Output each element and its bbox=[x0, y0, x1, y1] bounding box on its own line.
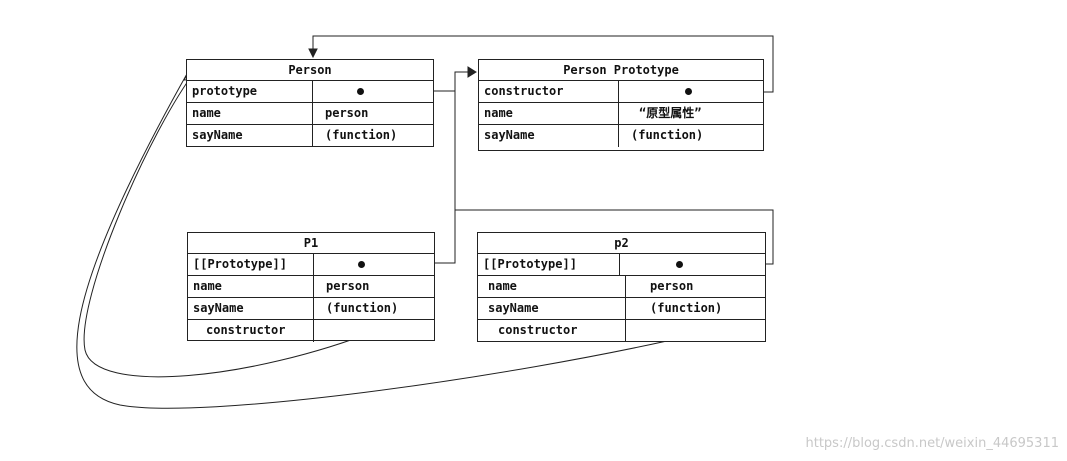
person-box: Person prototype name person sayName (fu… bbox=[186, 59, 434, 147]
person-row-name: name person bbox=[187, 103, 433, 125]
p1-box: P1 [[Prototype]] name person sayName (fu… bbox=[187, 232, 435, 342]
row-key: constructor bbox=[188, 320, 314, 342]
row-value bbox=[619, 81, 763, 102]
row-key: name bbox=[478, 276, 626, 297]
proto-row-constructor: constructor bbox=[479, 81, 763, 103]
row-value: (function) bbox=[325, 128, 398, 142]
curve-p2-constructor bbox=[76, 71, 699, 409]
row-value: person bbox=[326, 279, 370, 293]
row-value: “原型属性” bbox=[639, 106, 702, 120]
p1-title: P1 bbox=[188, 233, 434, 254]
row-key: sayName bbox=[478, 298, 626, 319]
row-key: name bbox=[187, 103, 313, 124]
row-key: sayName bbox=[188, 298, 314, 319]
p2-row-prototype: [[Prototype]] bbox=[478, 254, 765, 276]
p1-row-constructor: constructor bbox=[188, 320, 434, 342]
row-value: (function) bbox=[326, 301, 399, 315]
p2-row-constructor: constructor bbox=[478, 320, 765, 342]
arrowhead-person-prototype bbox=[467, 66, 477, 78]
row-key: name bbox=[188, 276, 314, 297]
pointer-dot bbox=[357, 88, 364, 95]
p2-row-sayname: sayName (function) bbox=[478, 298, 765, 320]
arrowhead-person bbox=[308, 48, 318, 59]
row-key: name bbox=[479, 103, 619, 124]
p1-row-prototype: [[Prototype]] bbox=[188, 254, 434, 276]
row-key: constructor bbox=[478, 320, 626, 342]
row-value: person bbox=[650, 279, 694, 293]
row-value bbox=[314, 254, 434, 275]
p1-row-name: name person bbox=[188, 276, 434, 298]
row-value bbox=[620, 254, 765, 275]
proto-row-sayname: sayName (function) bbox=[479, 125, 763, 147]
curve-p1-constructor bbox=[83, 69, 379, 378]
row-key: [[Prototype]] bbox=[478, 254, 620, 275]
watermark-url: https://blog.csdn.net/weixin_44695311 bbox=[805, 436, 1059, 451]
row-key: constructor bbox=[479, 81, 619, 102]
pointer-dot bbox=[676, 261, 683, 268]
person-prototype-box: Person Prototype constructor name “原型属性”… bbox=[478, 59, 764, 151]
person-row-prototype: prototype bbox=[187, 81, 433, 103]
row-value bbox=[314, 320, 434, 342]
row-value: (function) bbox=[650, 301, 723, 315]
p2-box: p2 [[Prototype]] name person sayName (fu… bbox=[477, 232, 766, 342]
person-title: Person bbox=[187, 60, 433, 81]
row-value bbox=[313, 81, 433, 102]
row-value bbox=[626, 320, 765, 342]
person-prototype-title: Person Prototype bbox=[479, 60, 763, 81]
p2-title: p2 bbox=[478, 233, 765, 254]
p2-row-name: name person bbox=[478, 276, 765, 298]
row-key: sayName bbox=[187, 125, 313, 147]
person-row-sayname: sayName (function) bbox=[187, 125, 433, 147]
row-key: prototype bbox=[187, 81, 313, 102]
proto-row-name: name “原型属性” bbox=[479, 103, 763, 125]
row-value: (function) bbox=[631, 128, 704, 142]
row-value: person bbox=[325, 106, 369, 120]
p1-row-sayname: sayName (function) bbox=[188, 298, 434, 320]
pointer-dot bbox=[685, 88, 692, 95]
pointer-dot bbox=[358, 261, 365, 268]
row-key: sayName bbox=[479, 125, 619, 147]
row-key: [[Prototype]] bbox=[188, 254, 314, 275]
